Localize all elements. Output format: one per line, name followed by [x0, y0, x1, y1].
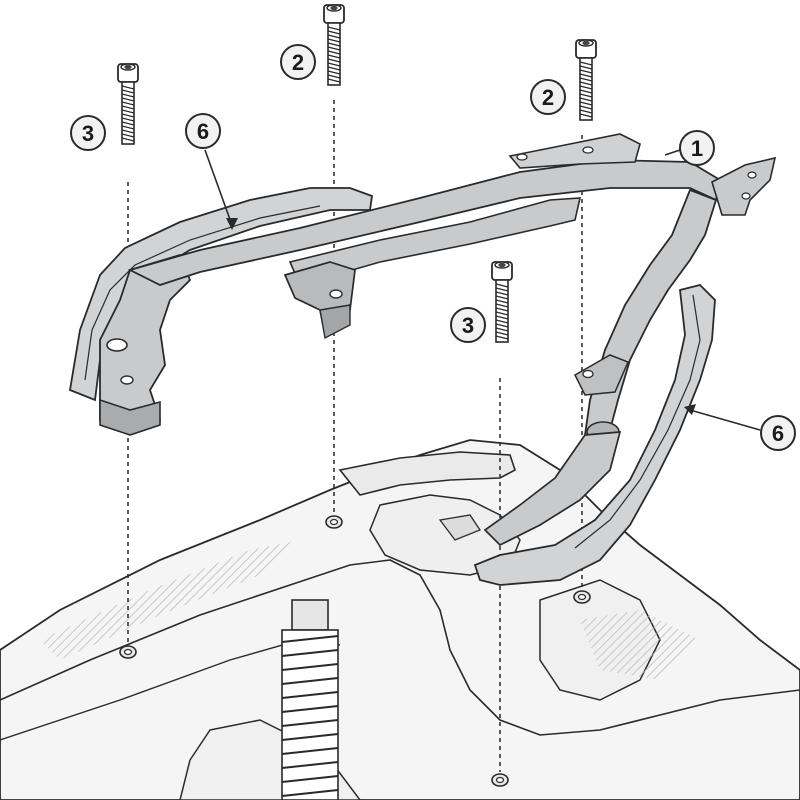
chassis-hole-bottom [491, 773, 509, 787]
motorcycle-frame [0, 439, 800, 800]
bolt-center [491, 261, 513, 343]
chassis-hole-left [119, 645, 137, 659]
leader-arrow-right-handle [684, 404, 696, 415]
bolt-right-top [575, 39, 597, 121]
callout-label: 2 [292, 50, 304, 75]
callout-handle-right: 6 [760, 415, 796, 451]
callout-leaders [204, 149, 761, 431]
bolt-left [117, 63, 139, 145]
callout-main-rack: 1 [679, 130, 715, 166]
chassis-hole-center [325, 515, 343, 529]
callout-label: 3 [462, 313, 474, 338]
chassis-hole-right [573, 590, 591, 604]
right-grab-handle [473, 284, 716, 586]
callout-bolt-center-top: 2 [280, 44, 316, 80]
shock-absorber [281, 599, 339, 800]
callout-label: 6 [772, 421, 784, 446]
callout-label: 1 [691, 136, 703, 161]
callout-label: 6 [197, 119, 209, 144]
callout-bolt-right-top: 2 [530, 79, 566, 115]
callout-label: 2 [542, 85, 554, 110]
callout-handle-left: 6 [185, 113, 221, 149]
callout-label: 3 [82, 121, 94, 146]
assembly-guide-lines [127, 100, 583, 772]
main-rack-frame [99, 133, 777, 547]
leader-arrow-left-handle [226, 218, 238, 230]
bolt-center-top [323, 4, 345, 86]
callout-bolt-center: 3 [450, 307, 486, 343]
callout-bolt-left: 3 [70, 115, 106, 151]
